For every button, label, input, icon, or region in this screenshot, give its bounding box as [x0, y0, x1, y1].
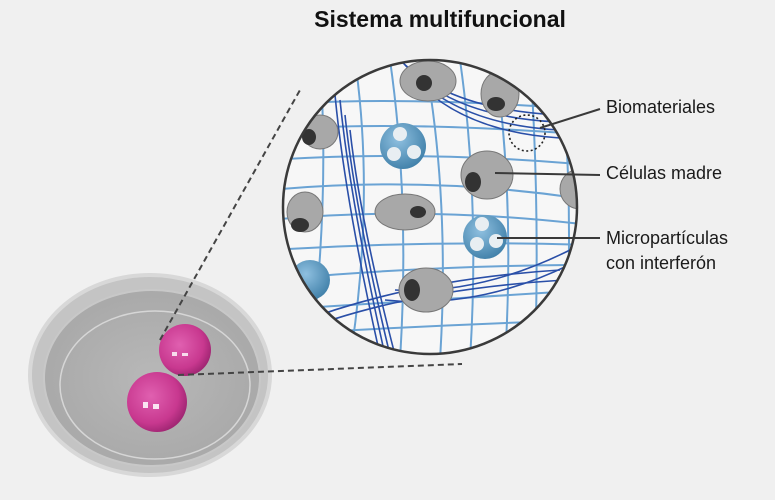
hydrogel-bead-lower	[127, 372, 187, 432]
label-con-interferon: con interferón	[606, 253, 717, 273]
stem-cell	[399, 60, 457, 102]
stem-cell	[460, 150, 514, 200]
diagram-title: Sistema multifuncional	[314, 6, 566, 32]
leader-celulas	[494, 172, 601, 176]
biomaterial-highlight	[508, 114, 546, 152]
stem-cell	[559, 168, 577, 210]
zoom-line-lower	[177, 363, 463, 376]
stem-cell	[301, 114, 339, 150]
stem-cell	[398, 267, 454, 313]
magnified-view	[281, 58, 579, 356]
label-microparticulas: Micropartículas	[606, 228, 729, 248]
microparticle	[380, 123, 426, 169]
stem-cell	[286, 191, 324, 233]
hydrogel-bead-upper	[159, 324, 211, 376]
leader-biomateriales	[539, 108, 601, 129]
zoom-line-upper	[159, 89, 301, 341]
label-celulas-madre: Células madre	[606, 163, 723, 183]
microparticle	[463, 215, 507, 259]
label-biomateriales: Biomateriales	[606, 97, 716, 117]
stem-cell	[374, 193, 436, 231]
